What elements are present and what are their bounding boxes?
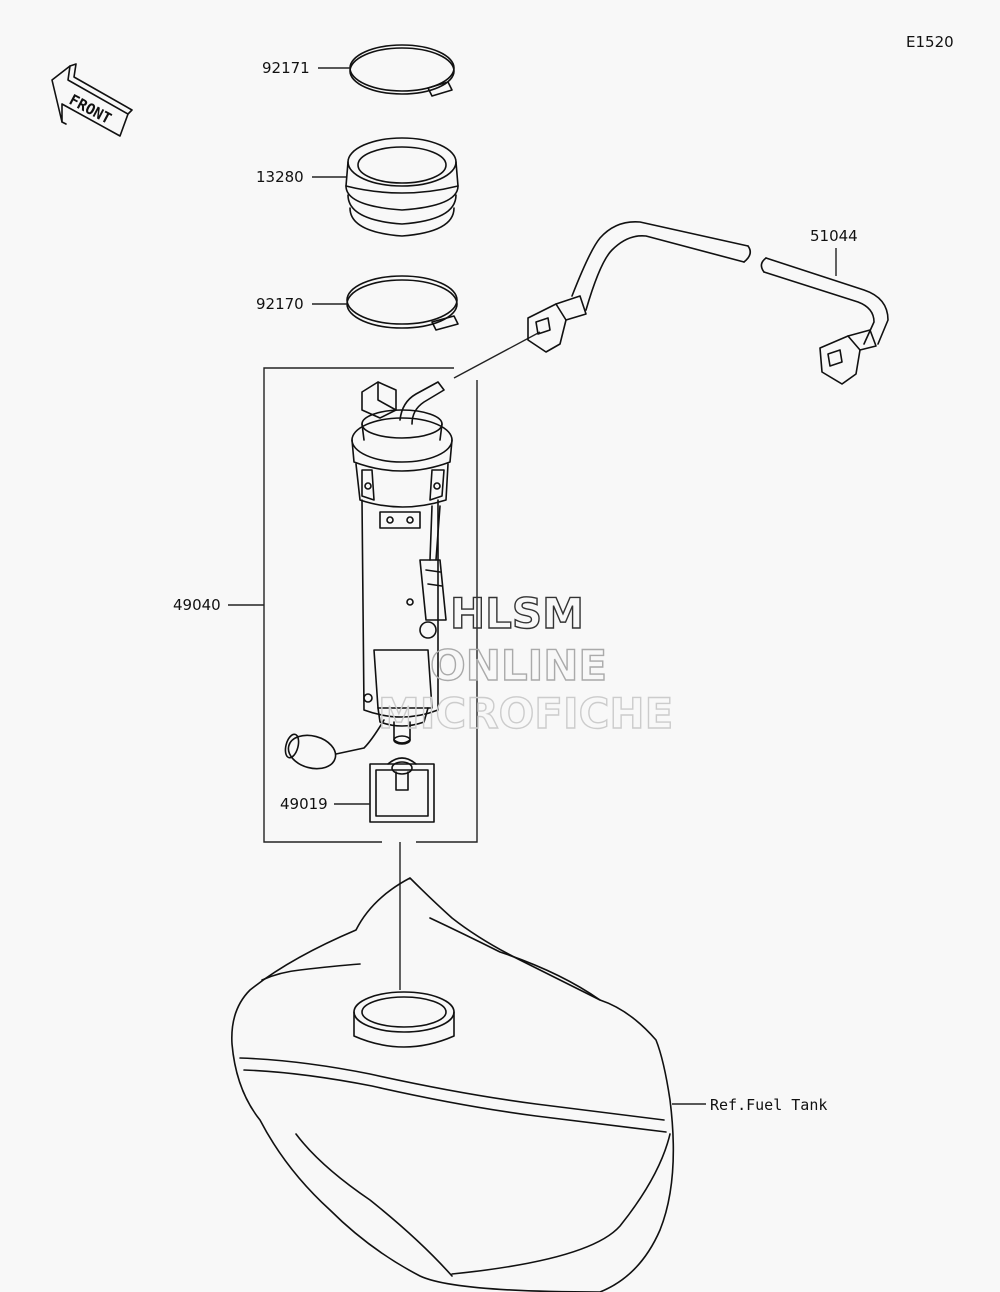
callout-clamp-upper: 92171	[262, 59, 310, 77]
boot	[345, 137, 459, 237]
clamp-lower	[346, 275, 459, 331]
callout-pump-assy: 49040	[173, 596, 221, 614]
watermark-line3: MICROFICHE	[378, 689, 673, 738]
callout-tank-ref: Ref.Fuel Tank	[710, 1096, 827, 1114]
front-arrow-icon: FRONT	[51, 63, 133, 137]
callout-hose: 51044	[810, 227, 858, 245]
watermark: HLSM ONLINE MICROFICHE	[377, 588, 674, 738]
fuel-hose	[527, 221, 889, 385]
callout-clamp-lower: 92170	[256, 295, 304, 313]
callout-boot: 13280	[256, 168, 304, 186]
diagram-code: E1520	[906, 33, 954, 51]
watermark-line2: ONLINE	[430, 641, 607, 690]
clamp-upper	[349, 44, 455, 97]
callout-filter: 49019	[280, 795, 328, 813]
filter	[369, 757, 435, 823]
watermark-line1: HLSM	[450, 589, 584, 638]
float	[284, 733, 337, 770]
fuel-tank	[231, 877, 675, 1292]
fuel-pump	[284, 381, 453, 770]
